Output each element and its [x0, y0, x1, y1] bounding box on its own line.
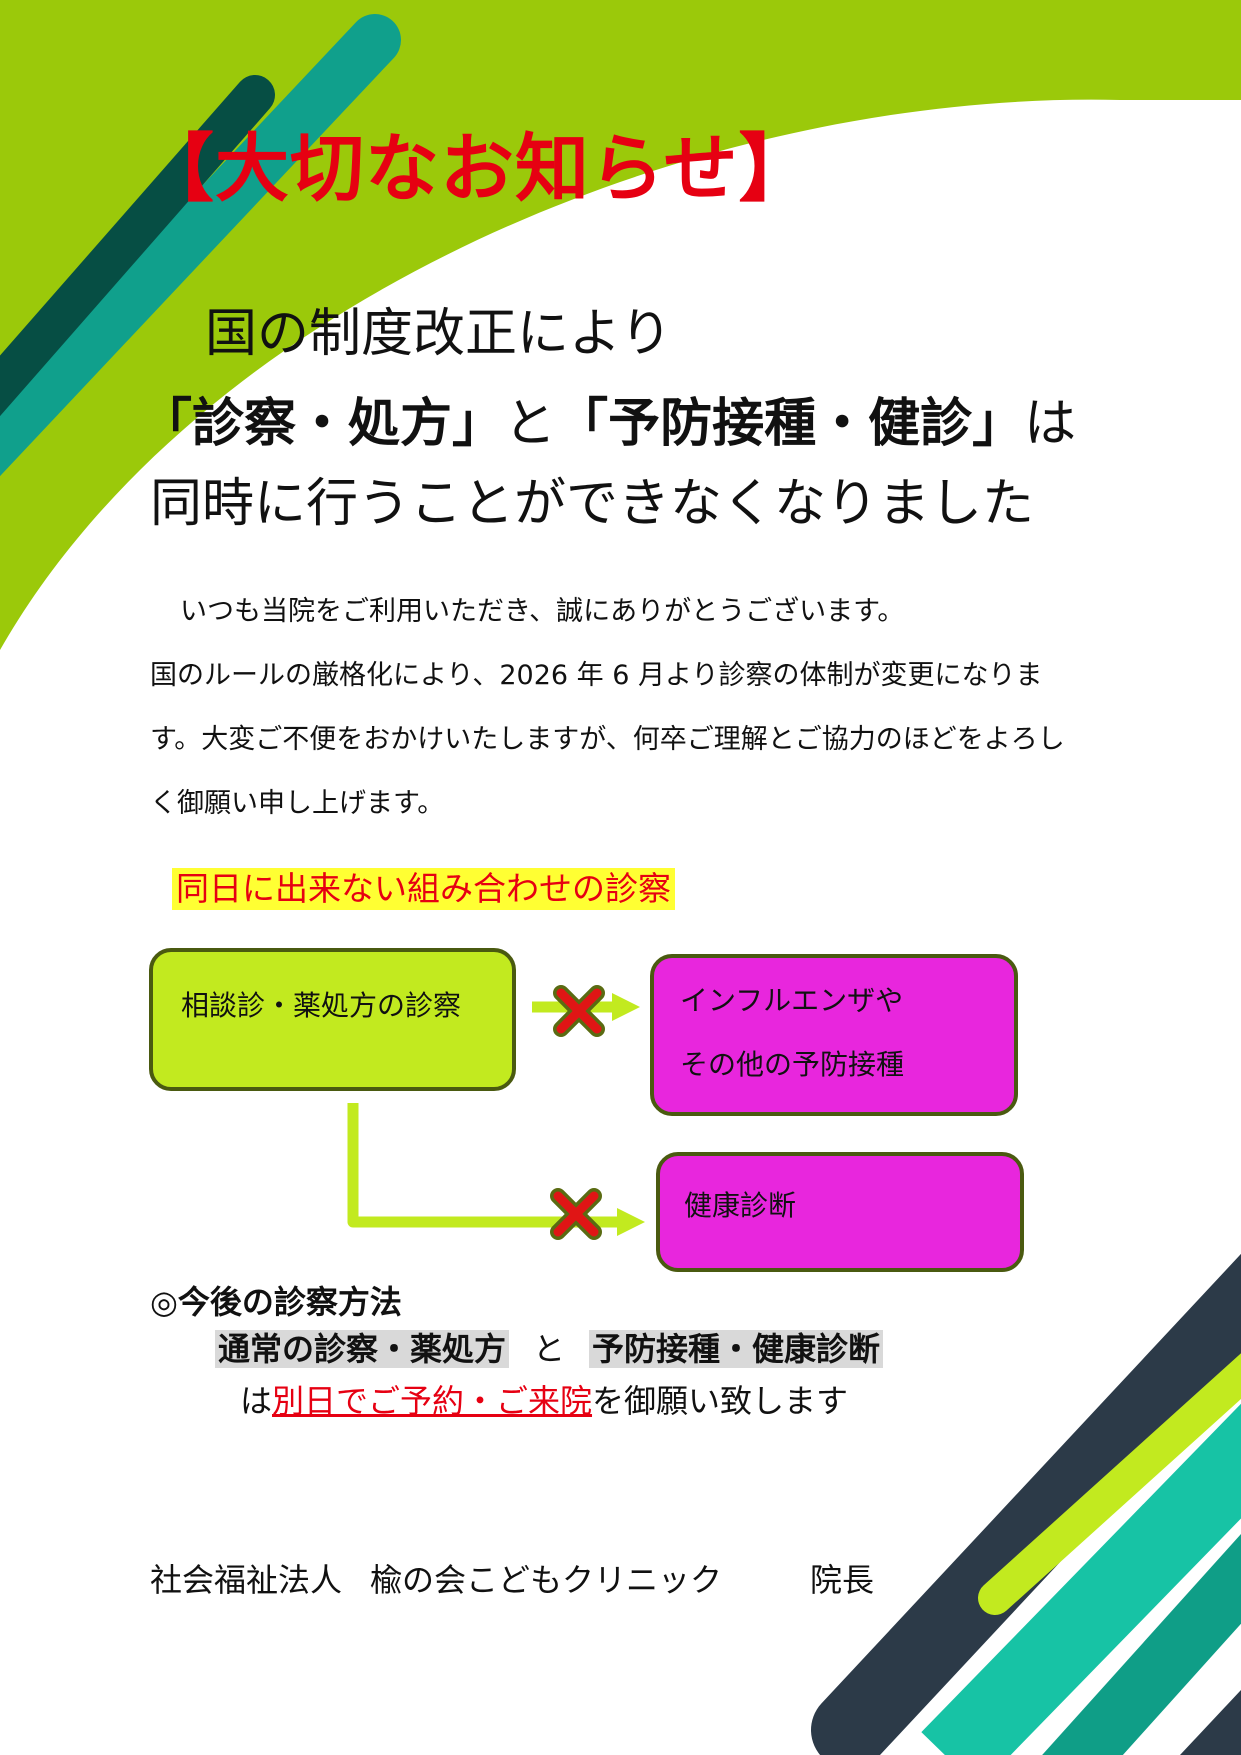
dark-corner-shape	[1180, 1690, 1241, 1755]
headline-connector: と	[504, 394, 557, 454]
footer-org: 社会福祉法人	[150, 1561, 343, 1599]
teal-diagonal-bar	[0, 14, 401, 477]
source-consultation-box: 相談診・薬処方の診察	[149, 948, 516, 1091]
headline-term-vaccine: 予防接種・健診	[608, 394, 973, 454]
quote-open: 「	[140, 394, 193, 454]
method-item-vaccine: 予防接種・健康診断	[589, 1330, 884, 1368]
headline-suffix: は	[1024, 394, 1077, 454]
health-checkup-label: 健康診断	[684, 1189, 797, 1222]
dark-teal-diagonal-bar	[0, 75, 275, 417]
notice-title: 【大切なお知らせ】	[140, 126, 814, 212]
method-line-items: 通常の診察・薬処方と予防接種・健康診断	[215, 1324, 884, 1370]
method-title: ◎今後の診察方法	[150, 1283, 402, 1321]
footer-clinic: 楡の会こどもクリニック	[370, 1561, 723, 1599]
lime-diagonal-bar	[978, 1353, 1241, 1615]
not-allowed-x-icon	[550, 1188, 602, 1240]
body-line-1: いつも当院をご利用いただき、誠にありがとうございます。	[180, 596, 905, 627]
vaccination-label-line-1: インフルエンザや	[680, 984, 904, 1017]
method-line-instruction: は別日でご予約・ご来院を御願い致します	[240, 1376, 848, 1422]
headline-line-3: 同時に行うことができなくなりました	[150, 474, 1035, 534]
method-emphasis: 別日でご予約・ご来院	[272, 1382, 593, 1420]
headline-term-exam: 診察・処方	[192, 394, 453, 454]
footer-role: 院長	[810, 1561, 875, 1599]
method-suffix: を御願い致します	[592, 1382, 849, 1420]
teal-dark-diagonal-bar-bottom	[1042, 1534, 1241, 1755]
not-allowed-x-icon	[553, 985, 605, 1037]
teal-diagonal-bar-bottom	[921, 1403, 1241, 1755]
quote-close: 」	[972, 394, 1025, 454]
footer-signature: 社会福祉法人楡の会こどもクリニック 院長	[150, 1555, 874, 1601]
connector-arrow-top-head	[612, 993, 640, 1021]
connector-arrow-bottom-head	[617, 1208, 645, 1236]
source-consultation-label: 相談診・薬処方の診察	[181, 989, 462, 1022]
method-connector: と	[533, 1330, 566, 1368]
combo-heading: 同日に出来ない組み合わせの診察	[172, 868, 675, 910]
vaccination-label-line-2: その他の予防接種	[680, 1048, 905, 1081]
body-line-3: す。大変ご不便をおかけいたしますが、何卒ご理解とご協力のほどをよろし	[150, 724, 1065, 755]
method-prefix: は	[240, 1382, 273, 1420]
health-checkup-box: 健康診断	[656, 1152, 1024, 1272]
quote-open: 「	[556, 394, 609, 454]
lime-wave-shape	[0, 0, 1241, 650]
method-item-exam: 通常の診察・薬処方	[215, 1330, 510, 1368]
headline-line-2: 「診察・処方」と「予防接種・健診」は	[140, 394, 1077, 454]
headline-line-1: 国の制度改正により	[205, 304, 672, 364]
navy-diagonal-bar	[811, 1253, 1241, 1755]
vaccination-box: インフルエンザや その他の予防接種	[650, 954, 1018, 1116]
body-line-4: く御願い申し上げます。	[150, 788, 445, 819]
connector-elbow-line	[347, 1103, 617, 1228]
body-line-2: 国のルールの厳格化により、2026 年 6 月より診察の体制が変更になりま	[150, 660, 1043, 691]
quote-close: 」	[452, 394, 505, 454]
